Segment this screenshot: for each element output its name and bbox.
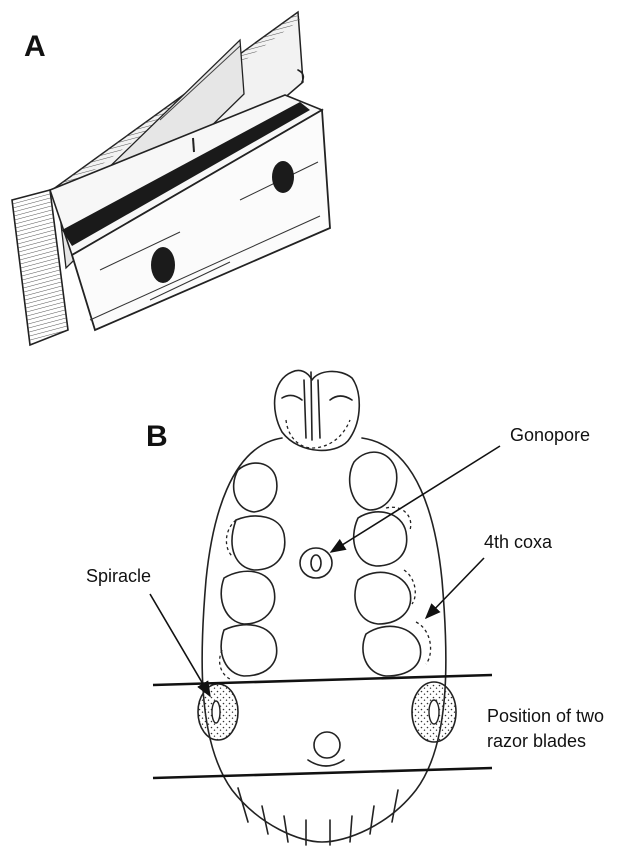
fourth-coxa-arrow <box>426 558 484 618</box>
panel-b-label: B <box>146 420 168 453</box>
razor-position-label-line1: Position of two <box>487 706 604 726</box>
gonopore-arrow <box>331 446 500 552</box>
coxa-3-left <box>221 571 274 624</box>
spiracle-left <box>198 684 238 740</box>
tick-body-outline <box>202 438 446 842</box>
capitulum <box>275 370 360 450</box>
coxa-4-right <box>363 626 421 676</box>
razor-blade-line-bottom <box>153 768 492 778</box>
anus <box>314 732 340 758</box>
bolt-hole-right <box>272 161 294 193</box>
coxa-4-left <box>221 625 276 676</box>
panel-a-label: A <box>24 30 46 63</box>
coxa-3-right <box>355 572 411 624</box>
coxa-1-right <box>350 452 397 510</box>
festoons <box>238 788 398 845</box>
spiracle-right <box>412 682 456 742</box>
spiracle-label: Spiracle <box>86 566 151 586</box>
fourth-coxa-label: 4th coxa <box>484 532 553 552</box>
spiracle-arrow <box>150 594 210 696</box>
bolt-hole-left <box>151 247 175 283</box>
gonopore-label: Gonopore <box>510 425 590 445</box>
coxa-1-left <box>234 463 277 512</box>
coxa-2-left <box>232 516 285 570</box>
gonopore-inner <box>311 555 321 571</box>
razor-position-label-line2: razor blades <box>487 731 586 751</box>
coxa-2-right <box>354 512 407 566</box>
razor-blade-holder-illustration <box>12 12 330 345</box>
gonopore-ring <box>300 548 332 578</box>
